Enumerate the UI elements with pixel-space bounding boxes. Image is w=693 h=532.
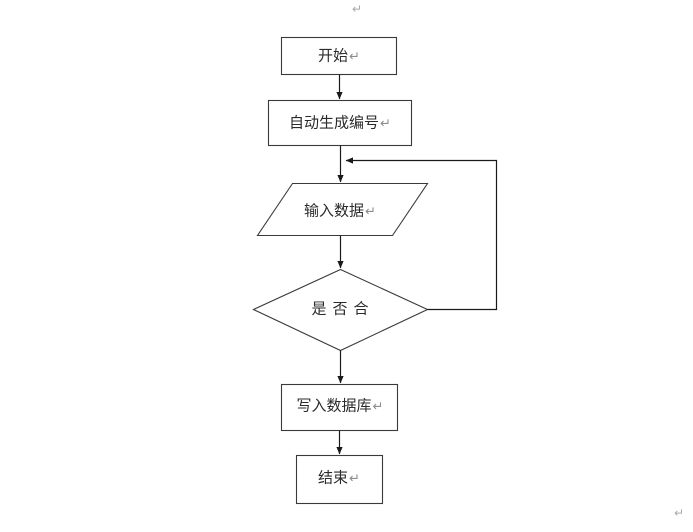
node-write-db-shape[interactable]: [280, 383, 399, 432]
node-start-shape[interactable]: [280, 36, 398, 76]
edge-decision-loop-back: [345, 157, 498, 311]
node-end-shape[interactable]: [295, 454, 384, 505]
node-auto-number-shape[interactable]: [267, 99, 413, 147]
node-input-data-shape[interactable]: [256, 182, 429, 237]
node-decision-shape[interactable]: [252, 268, 429, 352]
